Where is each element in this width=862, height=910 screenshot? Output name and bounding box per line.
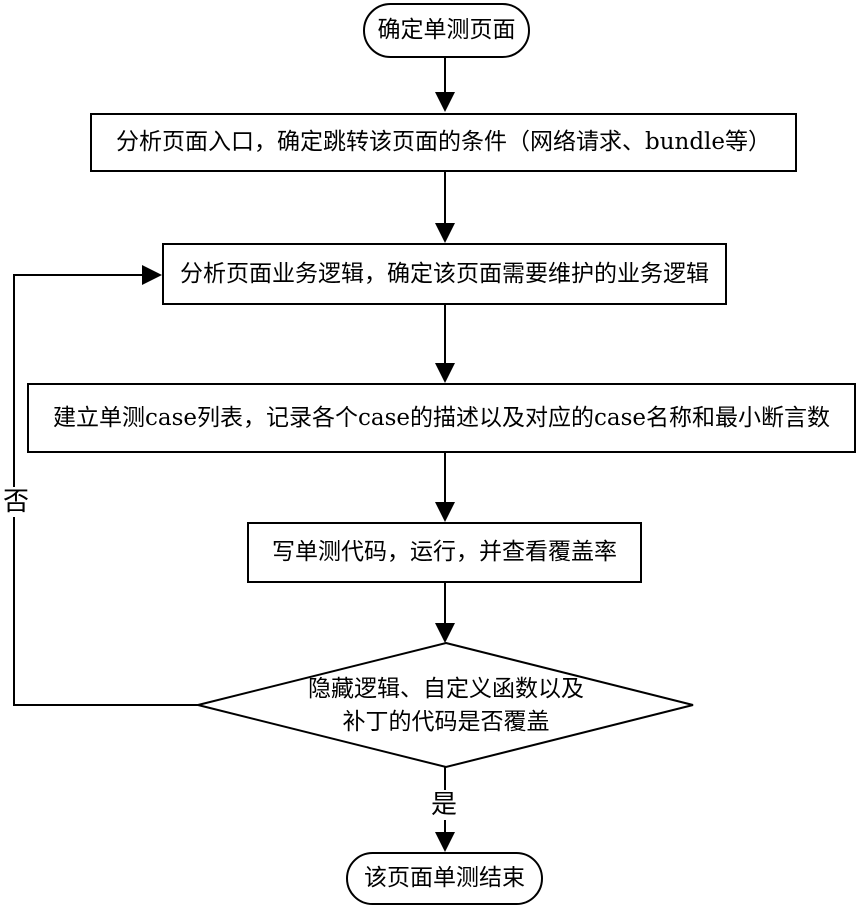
process-analyze-entry-label: 分析页面入口，确定跳转该页面的条件（网络请求、bundle等） — [115, 129, 772, 156]
edge-label-yes: 是 — [429, 790, 460, 820]
process-build-case-list: 建立单测case列表，记录各个case的描述以及对应的case名称和最小断言数 — [27, 383, 856, 453]
start-node: 确定单测页面 — [363, 3, 530, 58]
connector-no-bottom-horizontal — [14, 704, 198, 706]
end-node: 该页面单测结束 — [346, 852, 543, 905]
process-write-tests-label: 写单测代码，运行，并查看覆盖率 — [272, 539, 617, 566]
process-build-case-list-label: 建立单测case列表，记录各个case的描述以及对应的case名称和最小断言数 — [52, 404, 831, 431]
decision-diamond-polygon — [197, 641, 694, 769]
process-analyze-logic-label: 分析页面业务逻辑，确定该页面需要维护的业务逻辑 — [180, 260, 709, 287]
edge-label-no: 否 — [1, 487, 32, 517]
process-write-tests: 写单测代码，运行，并查看覆盖率 — [247, 522, 642, 583]
arrowhead-down-icon — [435, 92, 455, 112]
connector-case-list-to-write-tests — [444, 453, 446, 503]
connector-analyze-logic-to-case-list — [444, 305, 446, 364]
connector-start-to-analyze-entry — [444, 57, 446, 93]
arrowhead-right-icon — [142, 265, 162, 285]
decision-coverage-label-line1: 隐藏逻辑、自定义函数以及 — [308, 676, 584, 703]
decision-diamond-shape — [197, 641, 694, 769]
arrowhead-down-icon — [435, 363, 455, 383]
decision-coverage: 隐藏逻辑、自定义函数以及 补丁的代码是否覆盖 — [196, 641, 696, 770]
arrowhead-down-icon — [435, 623, 455, 643]
decision-coverage-label-line2: 补丁的代码是否覆盖 — [342, 708, 550, 735]
connector-analyze-entry-to-analyze-logic — [444, 172, 446, 224]
arrowhead-down-icon — [435, 502, 455, 522]
connector-write-tests-to-decision — [444, 583, 446, 624]
process-analyze-entry: 分析页面入口，确定跳转该页面的条件（网络请求、bundle等） — [90, 113, 797, 172]
process-analyze-logic: 分析页面业务逻辑，确定该页面需要维护的业务逻辑 — [162, 243, 727, 305]
connector-no-top-horizontal — [13, 274, 144, 276]
arrowhead-down-icon — [435, 832, 455, 852]
end-node-label: 该页面单测结束 — [364, 865, 525, 892]
start-node-label: 确定单测页面 — [377, 17, 516, 44]
arrowhead-down-icon — [435, 223, 455, 243]
